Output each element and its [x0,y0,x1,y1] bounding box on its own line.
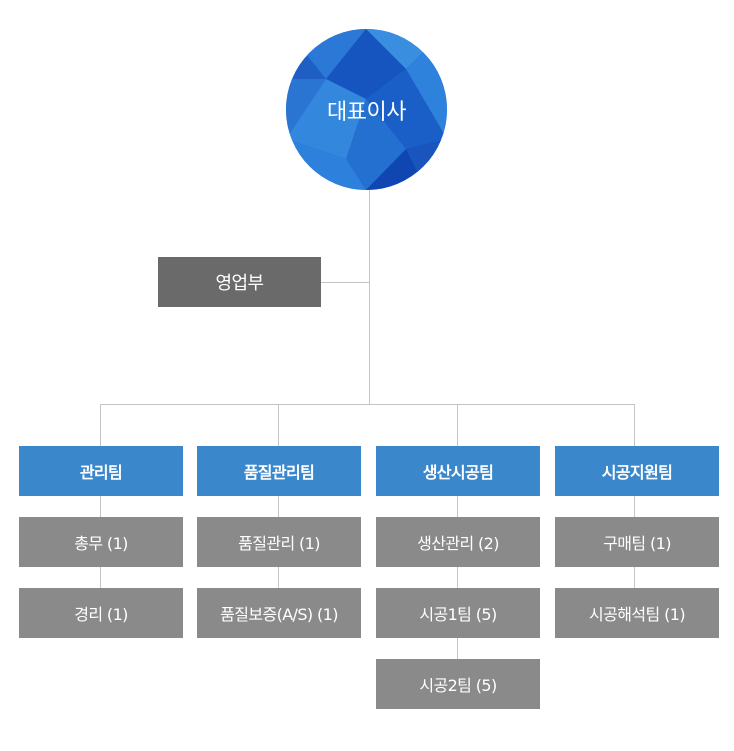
team-drop-line [100,404,101,446]
team-header-admin: 관리팀 [19,446,183,496]
sub-unit-box: 시공해석팀 (1) [555,588,719,638]
sub-unit-box: 경리 (1) [19,588,183,638]
ceo-trunk-line [369,190,370,405]
column-line [457,496,458,661]
team-header-construction-support: 시공지원팀 [555,446,719,496]
sub-unit-box: 구매팀 (1) [555,517,719,567]
sub-unit-box: 시공1팀 (5) [376,588,540,638]
team-horizontal-line [100,404,635,405]
sub-unit-box: 총무 (1) [19,517,183,567]
sub-unit-box: 품질보증(A/S) (1) [197,588,361,638]
ceo-label: 대표이사 [327,99,406,125]
sales-department-box: 영업부 [158,257,321,307]
sub-unit-box: 생산관리 (2) [376,517,540,567]
ceo-background-pattern [286,29,447,190]
sales-branch-line [321,282,369,283]
team-drop-line [634,404,635,446]
team-drop-line [457,404,458,446]
team-header-production: 생산시공팀 [376,446,540,496]
sub-unit-box: 품질관리 (1) [197,517,361,567]
sub-unit-box: 시공2팀 (5) [376,659,540,709]
ceo-node: 대표이사 [286,29,447,190]
team-header-quality: 품질관리팀 [197,446,361,496]
team-drop-line [278,404,279,446]
